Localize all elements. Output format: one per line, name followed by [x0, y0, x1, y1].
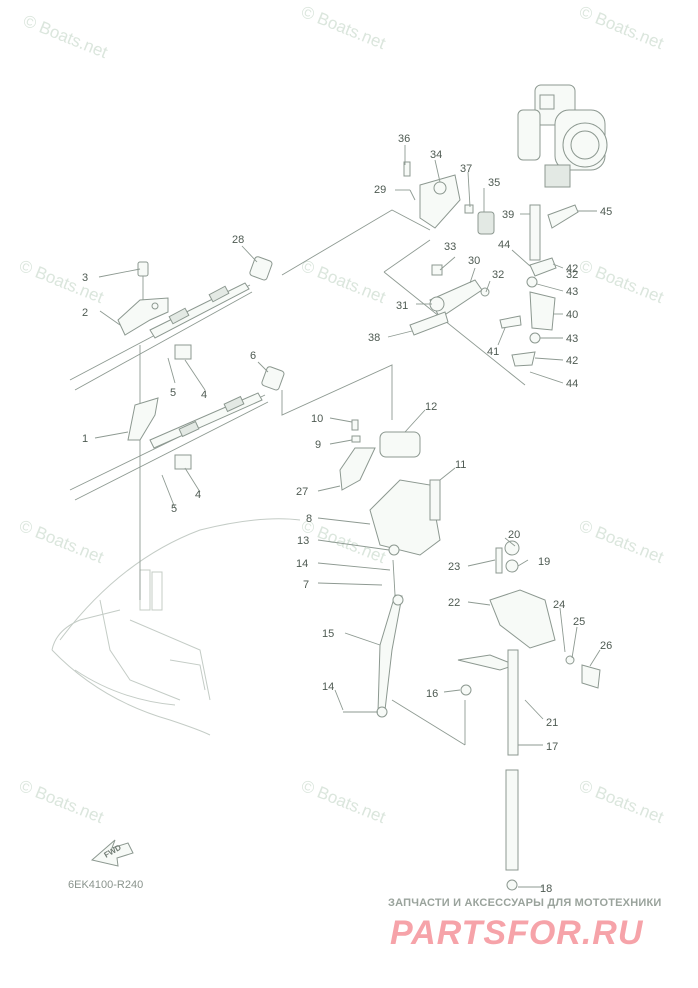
callout-number: 19 [538, 556, 550, 568]
callout-number: 30 [468, 255, 480, 267]
callout-number: 25 [573, 616, 585, 628]
fwd-arrow: FWD [90, 839, 134, 867]
callout-number: 9 [315, 439, 321, 451]
callout-number: 22 [448, 597, 460, 609]
callout-number: 14 [296, 558, 308, 570]
callout-number: 33 [444, 241, 456, 253]
callout-number: 32 [566, 269, 578, 281]
throttle-cable [149, 256, 273, 339]
callout-number: 45 [600, 206, 612, 218]
callout-number: 15 [322, 628, 334, 640]
ad-tagline: ЗАПЧАСТИ И АКСЕССУАРЫ ДЛЯ МОТОТЕХНИКИ [388, 897, 661, 909]
callout-number: 40 [566, 309, 578, 321]
callout-number: 14 [322, 681, 334, 693]
callout-number: 17 [546, 741, 558, 753]
carburetor [517, 84, 608, 188]
callout-number: 5 [171, 503, 177, 515]
callout-number: 13 [297, 535, 309, 547]
watermark-text: © Boats.net [299, 256, 389, 307]
callout-number: 4 [201, 389, 207, 401]
callout-number: 3 [82, 272, 88, 284]
callout-number: 27 [296, 486, 308, 498]
callout-number: 43 [566, 286, 578, 298]
callout-number: 20 [508, 529, 520, 541]
ad-banner: ЗАПЧАСТИ И АКСЕССУАРЫ ДЛЯ МОТОТЕХНИКИ PA… [388, 897, 661, 952]
callout-number: 24 [553, 599, 565, 611]
watermark-text: © Boats.net [577, 2, 667, 53]
callout-number: 35 [488, 177, 500, 189]
callout-number: 29 [374, 184, 386, 196]
callout-number: 10 [311, 413, 323, 425]
callout-number: 32 [492, 269, 504, 281]
ad-logo: PARTSFOR.RU [390, 914, 644, 952]
callout-number: 36 [398, 133, 410, 145]
shift-cable [149, 366, 285, 449]
shift-lever [343, 559, 404, 718]
callout-number: 38 [368, 332, 380, 344]
callout-number: 41 [487, 346, 499, 358]
watermark-text: © Boats.net [17, 776, 107, 827]
leader-lines [94, 145, 601, 888]
callout-number: 6 [250, 350, 256, 362]
callout-number: 42 [566, 263, 578, 275]
callout-number: 26 [600, 640, 612, 652]
watermark-text: © Boats.net [577, 776, 667, 827]
callout-number: 39 [502, 209, 514, 221]
callout-number: 37 [460, 163, 472, 175]
cable-bracket-upper [117, 261, 192, 360]
callout-number: 31 [396, 300, 408, 312]
callout-number: 44 [566, 378, 578, 390]
callout-number: 4 [195, 489, 201, 501]
callout-number: 8 [306, 513, 312, 525]
watermark-text: © Boats.net [17, 516, 107, 567]
watermark-text: © Boats.net [577, 516, 667, 567]
watermark-text: © Boats.net [299, 2, 389, 53]
callout-number: 16 [426, 688, 438, 700]
callout-number: 1 [82, 433, 88, 445]
watermark-text: © Boats.net [17, 256, 107, 307]
callout-number: 44 [498, 239, 510, 251]
engine-cowling-outline [51, 518, 301, 736]
assembly-outline-lines [281, 209, 526, 746]
watermark-text: © Boats.net [577, 256, 667, 307]
callout-number: 42 [566, 355, 578, 367]
cable-bracket-lower [127, 397, 192, 470]
callout-number: 34 [430, 149, 442, 161]
throttle-linkage [403, 161, 579, 367]
callout-number: 5 [170, 387, 176, 399]
shift-rod-assembly [457, 540, 601, 891]
watermark-text: © Boats.net [21, 11, 111, 62]
watermark-text: © Boats.net [299, 776, 389, 827]
callout-number: 7 [303, 579, 309, 591]
callout-number: 43 [566, 333, 578, 345]
diagram-code: 6EK4100-R240 [68, 879, 143, 891]
callout-number: 2 [82, 307, 88, 319]
callout-number: 21 [546, 717, 558, 729]
shift-bracket [339, 419, 441, 556]
callout-number: 11 [455, 459, 466, 471]
callout-number: 12 [425, 401, 437, 413]
callout-number: 18 [540, 883, 552, 895]
callout-number: 28 [232, 234, 244, 246]
callout-number: 23 [448, 561, 460, 573]
